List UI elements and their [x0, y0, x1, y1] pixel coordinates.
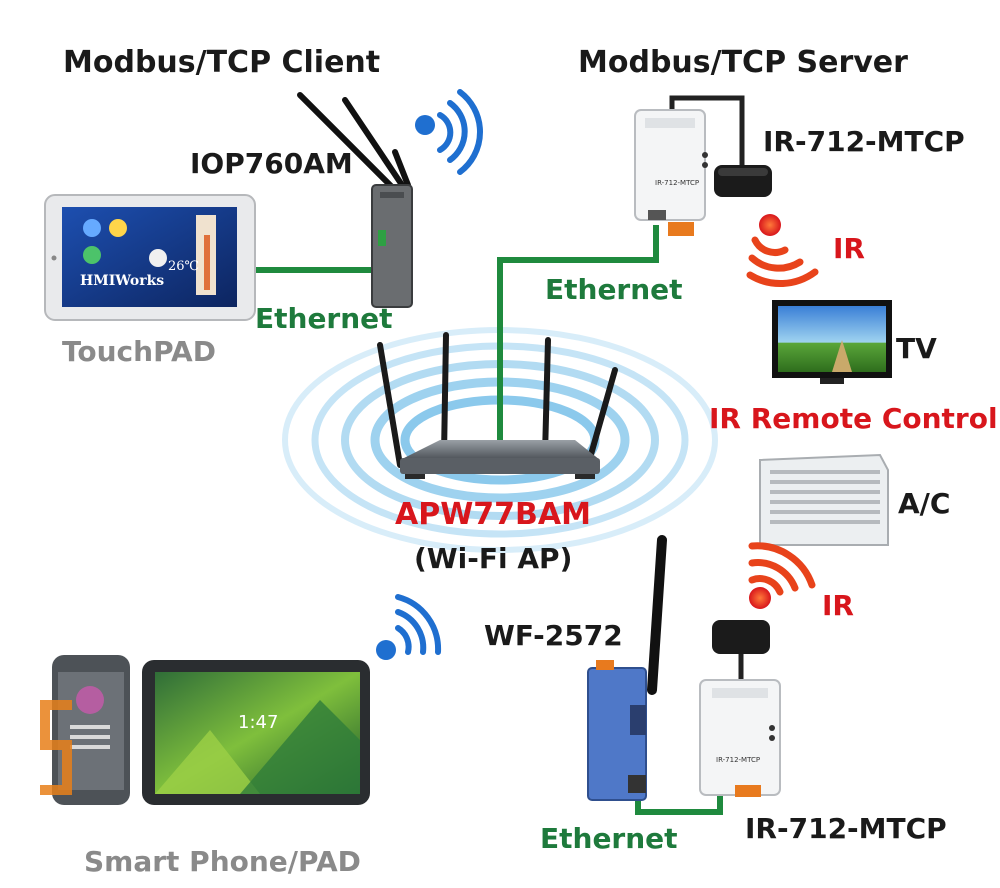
label-wifi-ap: (Wi-Fi AP)	[414, 542, 573, 575]
label-ir712-bottom: IR-712-MTCP	[745, 812, 947, 845]
label-iop760am: IOP760AM	[190, 147, 353, 180]
label-smartphone-pad: Smart Phone/PAD	[84, 845, 361, 878]
ethernet-cable-touchpad	[248, 248, 385, 273]
label-ir712-top: IR-712-MTCP	[763, 125, 965, 158]
ac-device	[759, 453, 889, 546]
label-tv: TV	[896, 332, 937, 365]
iop760am-device	[297, 92, 413, 308]
tv-device	[772, 300, 892, 384]
svg-text:HMIWorks: HMIWorks	[80, 273, 164, 289]
wf2572-device	[587, 535, 667, 801]
touchpad-device: 26℃ HMIWorks	[44, 194, 256, 321]
ethernet-cable-wf2572	[635, 790, 723, 815]
label-touchpad: TouchPAD	[62, 335, 216, 368]
svg-text:IR-712-MTCP: IR-712-MTCP	[716, 756, 760, 764]
watermark-logo	[40, 700, 72, 795]
label-ir-bottom: IR	[822, 589, 854, 622]
ir712-bottom-device: IR-712-MTCP	[699, 620, 781, 797]
ir-signal-icon-bottom	[748, 542, 816, 609]
label-ethernet-left: Ethernet	[255, 302, 393, 335]
ethernet-cable-server	[497, 225, 659, 440]
wifi-icon-top	[415, 89, 483, 175]
tablet-device: 1:47	[142, 660, 370, 805]
label-modbus-client: Modbus/TCP Client	[63, 45, 381, 80]
label-ir-top: IR	[833, 232, 865, 265]
svg-text:26℃: 26℃	[168, 259, 199, 274]
label-ir-remote-control: IR Remote Control	[709, 402, 998, 435]
label-modbus-server: Modbus/TCP Server	[578, 45, 908, 80]
wifi-icon-bottom	[376, 594, 442, 660]
apw77bam-device	[377, 332, 618, 479]
svg-text:IR-712-MTCP: IR-712-MTCP	[655, 179, 699, 187]
svg-text:1:47: 1:47	[238, 712, 278, 733]
ir712-top-device: IR-712-MTCP	[634, 95, 772, 236]
label-ethernet-bottom: Ethernet	[540, 822, 678, 855]
label-apw77bam: APW77BAM	[395, 497, 591, 532]
label-ethernet-center: Ethernet	[545, 273, 683, 306]
label-wf2572: WF-2572	[484, 619, 623, 652]
label-ac: A/C	[898, 487, 951, 520]
ir-signal-icon-top	[746, 214, 819, 288]
